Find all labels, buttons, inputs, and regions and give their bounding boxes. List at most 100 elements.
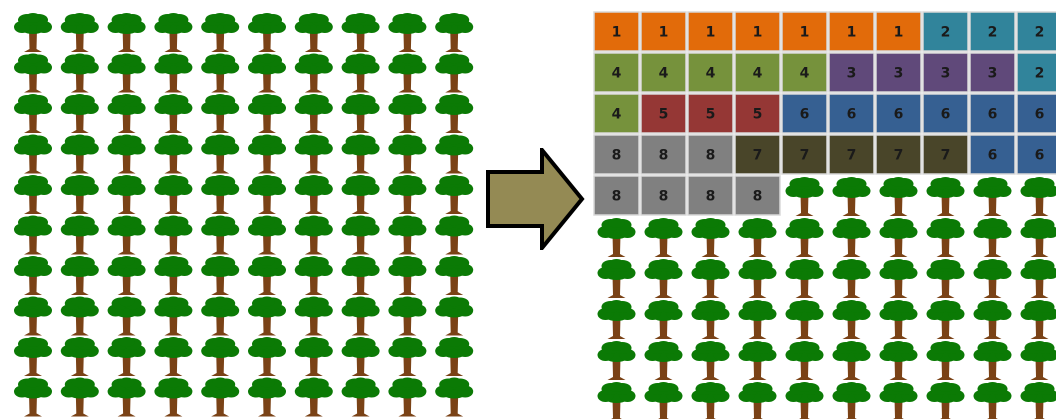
- parcel-cell: 4: [687, 52, 734, 93]
- tree-icon: [1020, 300, 1056, 339]
- parcel-label: 8: [659, 189, 669, 205]
- tree-icon: [14, 337, 52, 376]
- tree-icon: [341, 94, 380, 133]
- tree-icon: [14, 134, 52, 174]
- tree-icon: [201, 337, 240, 376]
- tree-icon: [738, 300, 777, 339]
- tree-icon: [14, 296, 52, 336]
- parcel-cell: 4: [734, 52, 781, 93]
- tree-icon: [248, 256, 286, 295]
- tree-icon: [785, 382, 824, 419]
- parcel-cell: 7: [781, 134, 828, 175]
- tree-icon: [1020, 259, 1056, 298]
- tree-icon: [60, 377, 99, 417]
- tree-icon: [341, 256, 380, 295]
- tree-icon: [294, 296, 333, 336]
- tree-icon: [201, 296, 240, 336]
- tree-icon: [435, 175, 474, 214]
- parcel-label: 5: [659, 107, 669, 123]
- tree-icon: [691, 382, 730, 419]
- parcel-label: 2: [941, 25, 951, 41]
- parcel-label: 2: [1035, 66, 1045, 82]
- tree-icon: [879, 218, 918, 257]
- parcel-label: 1: [753, 25, 763, 41]
- tree-icon: [60, 134, 99, 174]
- tree-icon: [248, 215, 286, 255]
- tree-icon: [832, 177, 871, 216]
- tree-icon: [201, 13, 240, 52]
- tree-icon: [248, 337, 286, 376]
- parcel-cell: 4: [781, 52, 828, 93]
- parcel-label: 3: [941, 66, 951, 82]
- parcel-label: 6: [800, 107, 810, 123]
- parcel-label: 8: [612, 148, 622, 164]
- tree-icon: [644, 259, 683, 298]
- parcel-cell: 6: [1016, 93, 1056, 134]
- tree-icon: [388, 337, 427, 376]
- tree-icon: [107, 53, 146, 93]
- tree-icon: [154, 134, 193, 174]
- tree-icon: [435, 256, 474, 295]
- tree-icon: [1020, 341, 1056, 380]
- tree-icon: [785, 218, 824, 257]
- parcel-cell: 6: [781, 93, 828, 134]
- parcel-cell: 1: [875, 11, 922, 52]
- tree-icon: [435, 215, 474, 255]
- tree-icon: [785, 259, 824, 298]
- tree-icon: [201, 377, 240, 417]
- tree-icon: [248, 134, 286, 174]
- tree-icon: [388, 13, 427, 52]
- tree-icon: [388, 256, 427, 295]
- parcel-label: 8: [706, 189, 716, 205]
- tree-icon: [435, 94, 474, 133]
- tree-icon: [832, 341, 871, 380]
- parcel-cell: 6: [969, 134, 1016, 175]
- parcel-label: 7: [894, 148, 904, 164]
- parcel-label: 5: [706, 107, 716, 123]
- tree-icon: [294, 13, 333, 52]
- tree-icon: [201, 94, 240, 133]
- parcel-label: 1: [612, 25, 622, 41]
- parcel-cell: 7: [875, 134, 922, 175]
- tree-icon: [154, 175, 193, 214]
- parcel-cell: 2: [969, 11, 1016, 52]
- tree-icon: [435, 337, 474, 376]
- parcel-label: 8: [753, 189, 763, 205]
- parcel-label: 4: [612, 107, 622, 123]
- tree-icon: [597, 300, 636, 339]
- parcel-cell: 8: [687, 134, 734, 175]
- parcel-label: 7: [753, 148, 763, 164]
- tree-icon: [435, 134, 474, 174]
- tree-icon: [154, 377, 193, 417]
- tree-icon: [60, 256, 99, 295]
- parcel-cell: 6: [875, 93, 922, 134]
- tree-icon: [248, 175, 286, 214]
- forest-before: [0, 0, 480, 419]
- tree-icon: [435, 296, 474, 336]
- tree-icon: [107, 256, 146, 295]
- tree-icon: [107, 377, 146, 417]
- tree-icon: [248, 53, 286, 93]
- parcel-cell: 6: [969, 93, 1016, 134]
- parcel-label: 3: [847, 66, 857, 82]
- parcel-cell: 8: [687, 175, 734, 216]
- tree-icon: [60, 175, 99, 214]
- tree-icon: [973, 259, 1012, 298]
- tree-icon: [597, 382, 636, 419]
- tree-icon: [154, 53, 193, 93]
- parcel-label: 1: [847, 25, 857, 41]
- tree-icon: [785, 177, 824, 216]
- tree-icon: [926, 177, 965, 216]
- parcel-cell: 4: [640, 52, 687, 93]
- tree-icon: [435, 13, 474, 52]
- parcel-label: 8: [706, 148, 716, 164]
- parcel-cell: 8: [734, 175, 781, 216]
- parcel-label: 4: [659, 66, 669, 82]
- tree-icon: [785, 341, 824, 380]
- tree-icon: [879, 300, 918, 339]
- tree-icon: [879, 259, 918, 298]
- tree-icon: [691, 300, 730, 339]
- tree-icon: [879, 177, 918, 216]
- parcel-cell: 8: [640, 175, 687, 216]
